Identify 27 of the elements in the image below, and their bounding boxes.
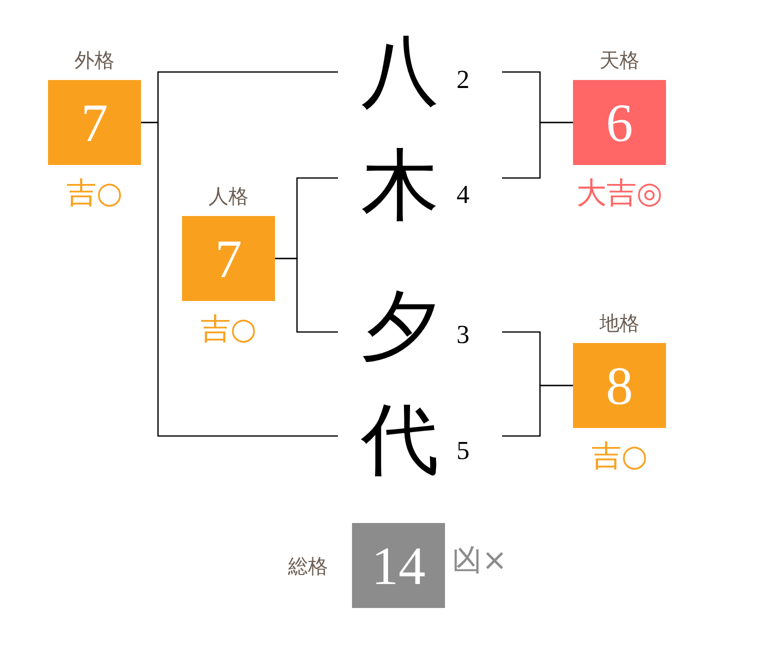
fortune-result: 吉○ bbox=[200, 313, 257, 347]
fortune-result: 吉○ bbox=[591, 440, 648, 474]
bracket-connector bbox=[141, 122, 338, 437]
bracket-connector bbox=[502, 122, 573, 179]
score-tile: 14 bbox=[352, 523, 445, 608]
stroke-count: 5 bbox=[456, 438, 470, 464]
name-character: 木 bbox=[360, 146, 440, 226]
category-heading: 外格 bbox=[74, 48, 114, 72]
score-tile: 8 bbox=[573, 343, 666, 428]
score-tile: 7 bbox=[182, 216, 275, 301]
stroke-count: 2 bbox=[456, 67, 470, 93]
fortune-result: 吉○ bbox=[66, 177, 123, 211]
fortune-result: 凶× bbox=[452, 544, 508, 578]
bracket-connector bbox=[275, 258, 338, 333]
category-heading: 人格 bbox=[208, 184, 248, 208]
score-tile: 7 bbox=[48, 80, 141, 165]
stroke-count: 3 bbox=[456, 322, 470, 348]
name-character: 夕 bbox=[360, 287, 440, 367]
stroke-count: 4 bbox=[456, 182, 470, 208]
category-heading: 天格 bbox=[600, 48, 640, 72]
category-heading: 地格 bbox=[600, 311, 640, 335]
score-tile: 6 bbox=[573, 80, 666, 165]
category-heading: 総格 bbox=[288, 554, 328, 578]
bracket-connector bbox=[502, 384, 573, 437]
name-character: 代 bbox=[360, 400, 440, 480]
fortune-result: 大吉◎ bbox=[576, 177, 663, 211]
name-character: 八 bbox=[360, 32, 440, 112]
